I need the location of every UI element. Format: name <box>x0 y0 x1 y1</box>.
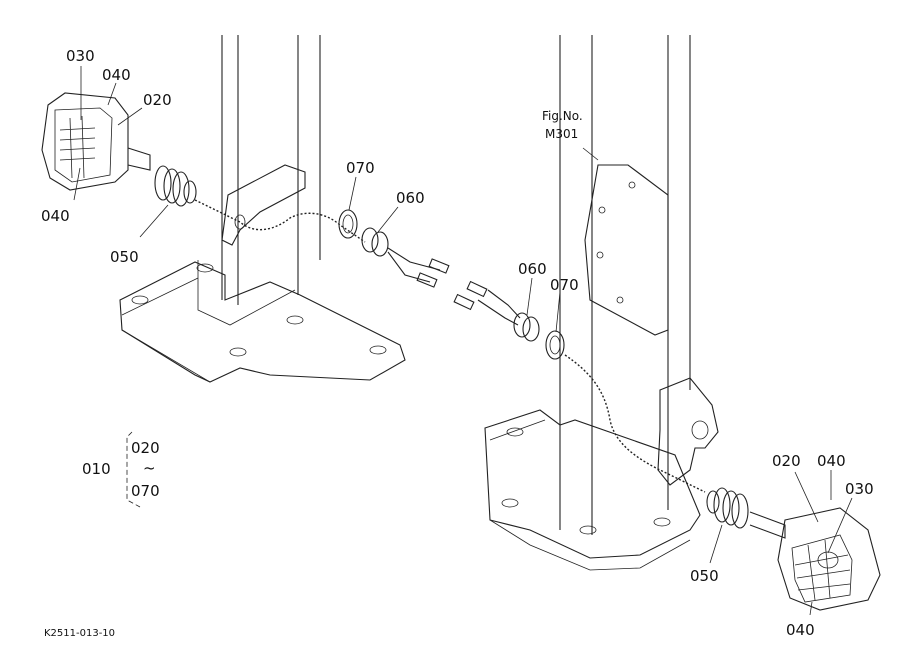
label-left-030: 030 <box>66 47 95 65</box>
label-right-050: 050 <box>690 567 719 585</box>
label-left-020: 020 <box>143 91 172 109</box>
right-grommet-060 <box>513 312 540 342</box>
left-clip-070 <box>338 209 358 239</box>
leader-lines <box>73 66 853 616</box>
label-left-050: 050 <box>110 248 139 266</box>
label-right-040-top: 040 <box>817 452 846 470</box>
label-left-070: 070 <box>346 159 375 177</box>
right-post-assembly <box>484 35 719 571</box>
drawing-id: K2511-013-10 <box>44 628 115 639</box>
left-lamp-assembly <box>41 92 450 288</box>
label-left-060: 060 <box>396 189 425 207</box>
right-grommet-050 <box>706 487 749 529</box>
fig-no-label: Fig.No. <box>542 109 583 123</box>
label-right-020: 020 <box>772 452 801 470</box>
label-right-070: 070 <box>550 276 579 294</box>
left-grommet-050 <box>154 165 197 207</box>
right-lamp-assembly <box>453 280 881 611</box>
fig-no-value: M301 <box>545 127 578 141</box>
label-right-030: 030 <box>845 480 874 498</box>
label-assembly-010: 010 <box>82 460 111 478</box>
label-assembly-from: 020 <box>131 439 160 457</box>
label-right-060: 060 <box>518 260 547 278</box>
label-left-040-top: 040 <box>102 66 131 84</box>
label-right-040-bottom: 040 <box>786 621 815 639</box>
part-labels: Fig.No. M301 030 040 020 040 050 070 060… <box>41 47 874 639</box>
right-clip-070 <box>545 330 565 360</box>
left-post-assembly <box>119 35 406 383</box>
label-assembly-to: 070 <box>131 482 160 500</box>
left-grommet-060 <box>361 227 389 257</box>
label-left-040-bottom: 040 <box>41 207 70 225</box>
label-assembly-tilde: ~ <box>143 459 156 477</box>
